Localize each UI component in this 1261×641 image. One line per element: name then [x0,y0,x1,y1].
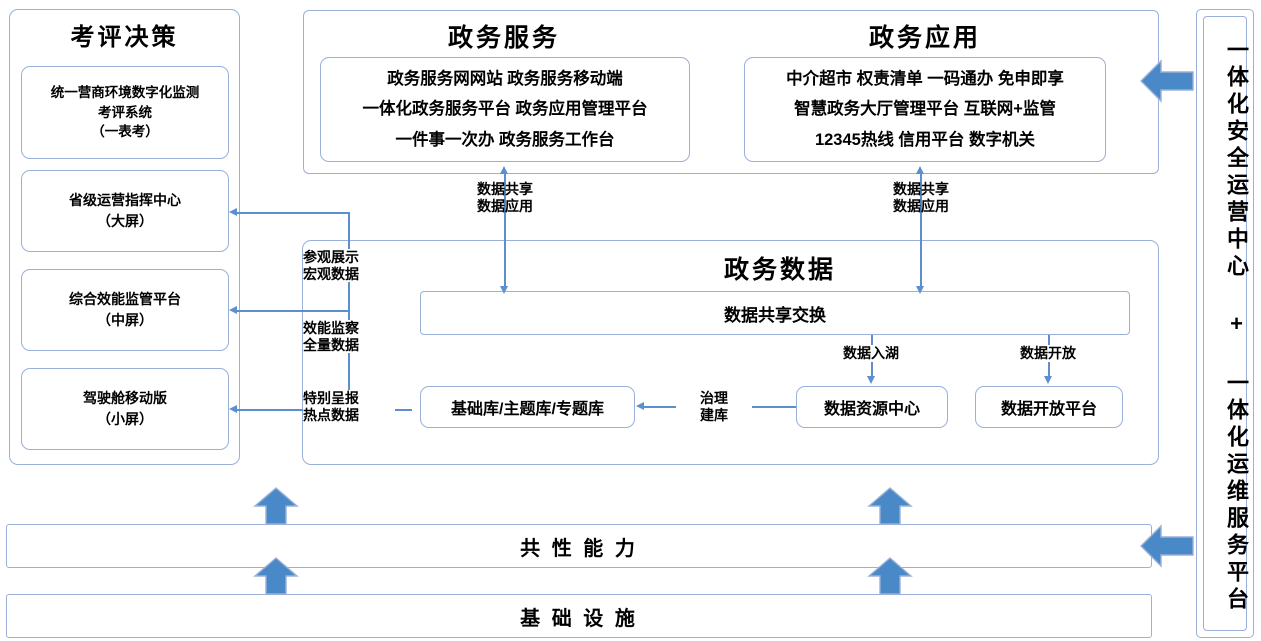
connector-governance-left [644,406,680,408]
gov-service-box[interactable]: 政务服务网网站 政务服务移动端 一体化政务服务平台 政务应用管理平台 一件事一次… [320,57,690,162]
label-flow-to-service: 数据共享 数据应用 [477,181,533,214]
gov-service-line-0: 政务服务网网站 政务服务移动端 [387,69,623,88]
node-resource-center[interactable]: 数据资源中心 [796,386,948,428]
assessment-item-2[interactable]: 综合效能监管平台 （中屏） [21,269,229,351]
fat-arrow-rail-to-capability [1140,524,1194,568]
right-rail-label: 一体化安全运营中心 + 一体化运维服务平台 [1224,37,1249,614]
infrastructure-bar[interactable]: 基 础 设 施 [6,594,1152,638]
assessment-item-3-line2: （小屏） [97,411,153,427]
node-resource-center-label: 数据资源中心 [823,401,920,418]
arrow-left-branch-2-head [229,306,237,314]
assessment-item-0[interactable]: 统一营商环境数字化监测 考评系统 （一表考） [21,66,229,159]
node-open-platform-label: 数据开放平台 [1000,401,1097,418]
arrow-data-to-service-head [500,286,508,294]
label-into-lake: 数据入湖 [811,345,931,362]
label-left-out-2: 效能监察 全量数据 [303,320,395,354]
arrow-left-branch-3-head [229,405,237,413]
assessment-item-1-line2: （大屏） [97,213,153,229]
infrastructure-label: 基 础 设 施 [520,607,638,630]
data-exchange-bar[interactable]: 数据共享交换 [420,291,1130,335]
fat-arrow-infra-up-right [867,557,913,595]
label-open-data: 数据开放 [988,345,1108,362]
assessment-item-1[interactable]: 省级运营指挥中心 （大屏） [21,170,229,252]
assessment-item-2-line2: （中屏） [97,312,153,328]
fat-arrow-infra-up-left [253,557,299,595]
node-library[interactable]: 基础库/主题库/专题库 [420,386,635,428]
gov-app-box[interactable]: 中介超市 权责清单 一码通办 免申即享 智慧政务大厅管理平台 互联网+监管 12… [744,57,1106,162]
gov-app-line-1: 智慧政务大厅管理平台 互联网+监管 [794,100,1056,119]
gov-service-title: 政务服务 [447,24,560,52]
gov-data-title: 政务数据 [723,256,836,284]
assessment-item-2-line1: 综合效能监管平台 [69,291,181,307]
gov-service-line-2: 一件事一次办 政务服务工作台 [395,130,615,149]
gov-app-title: 政务应用 [868,24,981,52]
assessment-item-0-line2: 考评系统 [98,104,152,120]
gov-service-line-1: 一体化政务服务平台 政务应用管理平台 [362,100,648,119]
connector-left-branch-2 [237,310,349,312]
gov-app-line-2: 12345热线 信用平台 数字机关 [814,130,1036,149]
fat-arrow-capability-up-right [867,487,913,525]
arrow-into-lake-head [867,376,875,384]
arrow-service-head [500,166,508,174]
gov-app-line-0: 中介超市 权责清单 一码通办 免申即享 [786,69,1064,88]
connector-data-to-app [920,174,922,289]
label-left-out-1: 参观展示 宏观数据 [303,249,395,283]
node-library-label: 基础库/主题库/专题库 [451,401,604,418]
common-capability-bar[interactable]: 共 性 能 力 [6,524,1152,568]
connector-left-branch-1 [237,212,349,214]
assessment-item-0-line3: （一表考） [91,124,159,140]
label-left-out-3: 特别呈报 热点数据 [303,390,395,424]
assessment-item-3[interactable]: 驾驶舱移动版 （小屏） [21,368,229,450]
arrow-app-head [916,166,924,174]
label-flow-to-app: 数据共享 数据应用 [893,181,949,214]
node-open-platform[interactable]: 数据开放平台 [975,386,1123,428]
right-rail-inner [1203,16,1247,631]
label-governance: 治理 建库 [676,390,752,424]
assessment-item-1-line1: 省级运营指挥中心 [69,192,181,208]
assessment-panel-title: 考评决策 [70,24,179,51]
assessment-item-0-line1: 统一营商环境数字化监测 [50,85,200,101]
arrow-left-branch-1-head [229,208,237,216]
fat-arrow-rail-to-top [1140,59,1194,103]
common-capability-label: 共 性 能 力 [520,537,638,560]
connector-governance-right [749,406,796,408]
connector-data-to-service [504,174,506,289]
data-exchange-bar-label: 数据共享交换 [724,305,826,325]
arrow-open-data-head [1044,376,1052,384]
assessment-item-3-line1: 驾驶舱移动版 [83,390,167,406]
arrow-data-to-app-head [916,286,924,294]
fat-arrow-capability-up-left [253,487,299,525]
arrow-governance-head [636,402,644,410]
